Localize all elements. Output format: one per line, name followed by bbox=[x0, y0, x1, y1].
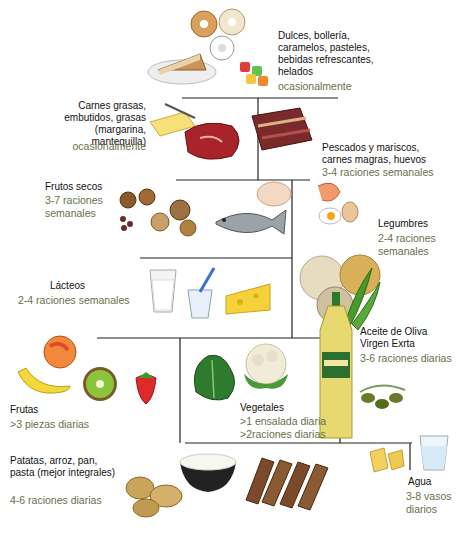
food-group-label: Pescados y mariscos, carnes magras, huev… bbox=[322, 142, 447, 166]
fruits-picture bbox=[18, 336, 156, 404]
frequency-label: 3-7 raciones semanales bbox=[45, 194, 117, 219]
food-group-label: Frutos secos bbox=[45, 181, 125, 193]
tree-lines bbox=[97, 98, 412, 470]
frequency-label: 2-4 raciones semanales bbox=[378, 232, 444, 257]
frequency-label: >1 ensalada diaria bbox=[240, 415, 335, 428]
food-group-label: Lácteos bbox=[50, 280, 110, 292]
food-group-label: Agua bbox=[408, 476, 456, 488]
frequency-label: 2-4 raciones semanales bbox=[18, 294, 146, 307]
frequency-label: ocasionalmente bbox=[278, 80, 378, 93]
food-group-label: Vegetales bbox=[240, 402, 335, 414]
frequency-label: >3 piezas diarias bbox=[10, 418, 110, 431]
nuts-picture bbox=[120, 189, 196, 236]
frequency-label: 3-8 vasos diarios bbox=[406, 490, 456, 515]
fatty-meat-picture bbox=[150, 104, 312, 159]
olive-oil-picture bbox=[320, 292, 405, 438]
food-group-label: Dulces, bollería, caramelos, pasteles, b… bbox=[278, 30, 388, 78]
frequency-label: >2raciones diarias bbox=[240, 428, 335, 441]
dairy-picture bbox=[150, 268, 270, 318]
water-picture bbox=[420, 436, 448, 470]
starch-picture bbox=[126, 448, 404, 517]
food-group-label: Legumbres bbox=[378, 218, 448, 230]
fish-meat-egg-picture bbox=[216, 182, 358, 234]
food-group-label: Patatas, arroz, pan, pasta (mejor integr… bbox=[10, 455, 118, 479]
food-group-label: Frutas bbox=[10, 404, 70, 416]
food-group-label: Aceite de Oliva Virgen Exrta bbox=[360, 326, 444, 350]
sweets-picture bbox=[148, 9, 268, 86]
frequency-label: 4-6 raciones diarias bbox=[10, 494, 120, 507]
frequency-label: ocasionalmente bbox=[50, 140, 146, 153]
frequency-label: 3-6 raciones diarias bbox=[360, 352, 456, 365]
vegetables-picture bbox=[195, 344, 289, 400]
frequency-label: 3-4 raciones semanales bbox=[322, 166, 456, 179]
